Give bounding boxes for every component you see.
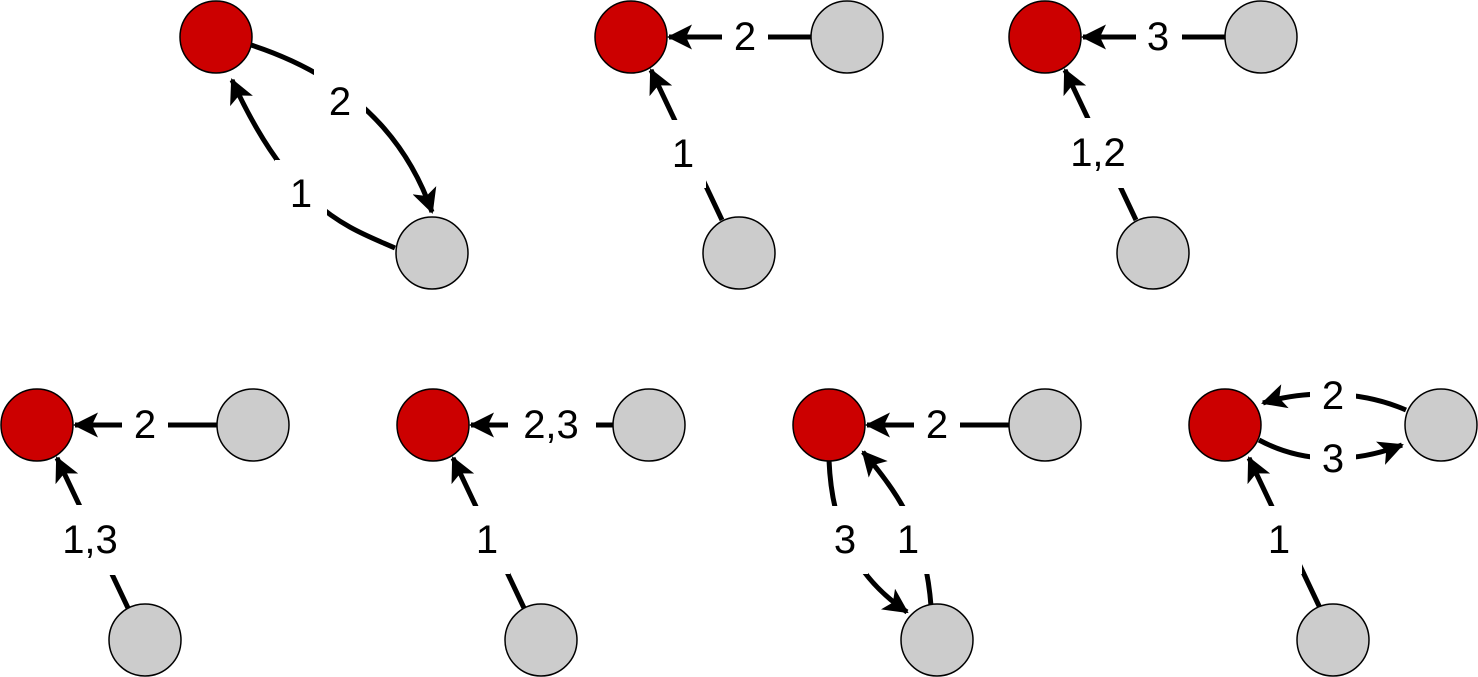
edge-label: 1,2 <box>1070 131 1126 175</box>
edge-label: 2 <box>734 15 756 59</box>
edge-label: 1 <box>672 132 694 176</box>
edge-label: 2 <box>926 403 948 447</box>
edge-label: 3 <box>1147 15 1169 59</box>
regular-node <box>900 603 974 677</box>
edge-label: 1 <box>476 518 498 562</box>
regular-node <box>810 0 884 74</box>
highlight-node <box>179 0 253 74</box>
regular-node <box>504 603 578 677</box>
regular-node <box>1224 0 1298 74</box>
graph-3: 3 1,2 <box>1008 0 1298 290</box>
edge-label: 3 <box>834 518 856 562</box>
edge-label: 2 <box>1322 374 1344 418</box>
regular-node <box>1296 603 1370 677</box>
graph-2: 2 1 <box>594 0 884 290</box>
regular-node <box>612 388 686 462</box>
regular-node <box>1008 388 1082 462</box>
graph-5: 2,3 1 <box>396 388 686 677</box>
graph-7: 2 3 1 <box>1188 366 1478 677</box>
regular-node <box>395 216 469 290</box>
edge-label: 1 <box>290 172 312 216</box>
graph-1: 1 2 <box>179 0 469 290</box>
regular-node <box>1404 388 1478 462</box>
regular-node <box>108 603 182 677</box>
edge-label: 1 <box>897 518 919 562</box>
edge-label: 2,3 <box>523 403 579 447</box>
highlight-node <box>594 0 668 74</box>
highlight-node <box>1008 0 1082 74</box>
regular-node <box>702 216 776 290</box>
highlight-node <box>1188 388 1262 462</box>
graph-4: 2 1,3 <box>0 388 290 677</box>
regular-node <box>1116 216 1190 290</box>
highlight-node <box>792 388 866 462</box>
highlight-node <box>396 388 470 462</box>
edge-label: 3 <box>1322 437 1344 481</box>
regular-node <box>216 388 290 462</box>
edge-label: 1,3 <box>62 518 118 562</box>
edge-label: 2 <box>329 80 351 124</box>
edge-label: 2 <box>134 403 156 447</box>
graph-6: 2 1 3 <box>792 388 1082 677</box>
highlight-node <box>0 388 74 462</box>
edge-label: 1 <box>1268 518 1290 562</box>
